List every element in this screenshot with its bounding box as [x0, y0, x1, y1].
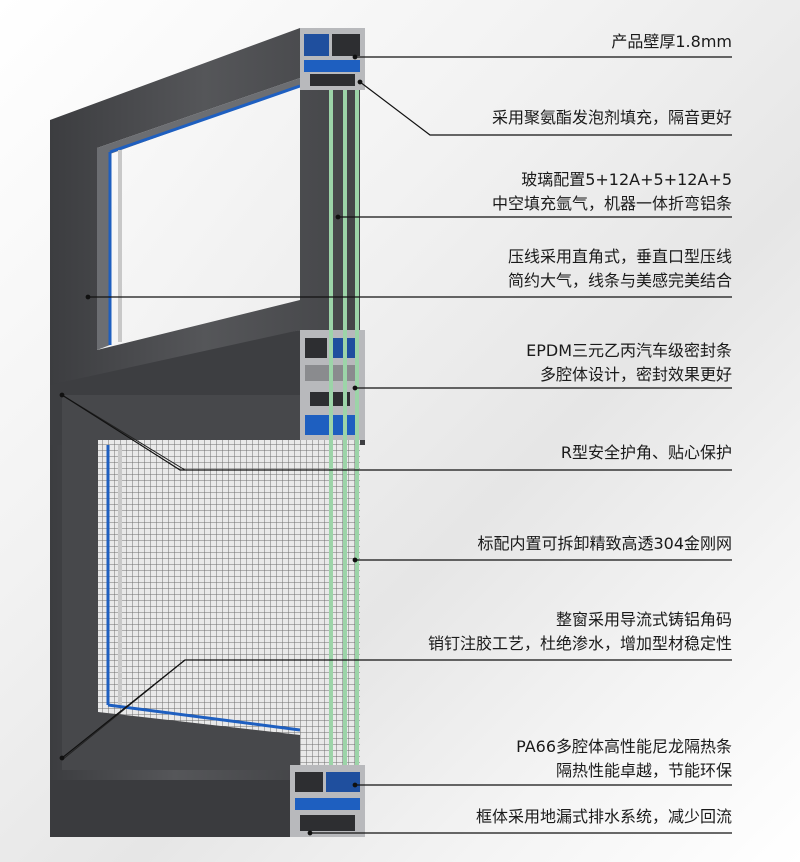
leader-lines — [59, 54, 732, 836]
upper-frame — [50, 28, 360, 395]
label-line: R型安全护角、贴心保护 — [560, 443, 732, 462]
label-line: 产品壁厚1.8mm — [611, 32, 732, 51]
label-epdm-seal: EPDM三元乙丙汽车级密封条 多腔体设计，密封效果更好 — [526, 339, 732, 387]
label-thermal-break: PA66多腔体高性能尼龙隔热条 隔热性能卓越，节能环保 — [516, 735, 732, 783]
label-line: 标配内置可拆卸精致高透304金刚网 — [477, 534, 732, 553]
label-line: 采用聚氨酯发泡剂填充，隔音更好 — [491, 108, 732, 127]
label-line: 玻璃配置5+12A+5+12A+5 — [521, 170, 732, 189]
label-line: EPDM三元乙丙汽车级密封条 — [526, 341, 732, 360]
label-corner-guard: R型安全护角、贴心保护 — [561, 441, 732, 465]
label-line: 框体采用地漏式排水系统，减少回流 — [475, 807, 732, 826]
label-wall-thickness: 产品壁厚1.8mm — [611, 30, 732, 54]
label-screen-mesh: 标配内置可拆卸精致高透304金刚网 — [477, 532, 732, 556]
label-foam-fill: 采用聚氨酯发泡剂填充，隔音更好 — [492, 106, 732, 130]
label-line: 隔热性能卓越，节能环保 — [555, 761, 732, 780]
bottom-profile — [50, 765, 365, 837]
label-corner-joint: 整窗采用导流式铸铝角码 销钉注胶工艺，杜绝渗水，增加型材稳定性 — [428, 608, 732, 656]
label-glazing-bead: 压线采用直角式，垂直口型压线 简约大气，线条与美感完美结合 — [508, 245, 732, 293]
label-drainage: 框体采用地漏式排水系统，减少回流 — [476, 805, 732, 829]
label-line: PA66多腔体高性能尼龙隔热条 — [516, 737, 732, 756]
label-line: 中空填充氩气，机器一体折弯铝条 — [491, 194, 732, 213]
label-line: 多腔体设计，密封效果更好 — [539, 365, 732, 384]
label-line: 整窗采用导流式铸铝角码 — [555, 610, 732, 629]
label-line: 压线采用直角式，垂直口型压线 — [507, 247, 732, 266]
label-glass-config: 玻璃配置5+12A+5+12A+5 中空填充氩气，机器一体折弯铝条 — [492, 168, 732, 216]
label-line: 销钉注胶工艺，杜绝渗水，增加型材稳定性 — [427, 634, 732, 653]
top-profile — [300, 28, 365, 90]
glass-panes — [329, 80, 359, 780]
label-line: 简约大气，线条与美感完美结合 — [507, 271, 732, 290]
lower-sash — [50, 394, 360, 780]
